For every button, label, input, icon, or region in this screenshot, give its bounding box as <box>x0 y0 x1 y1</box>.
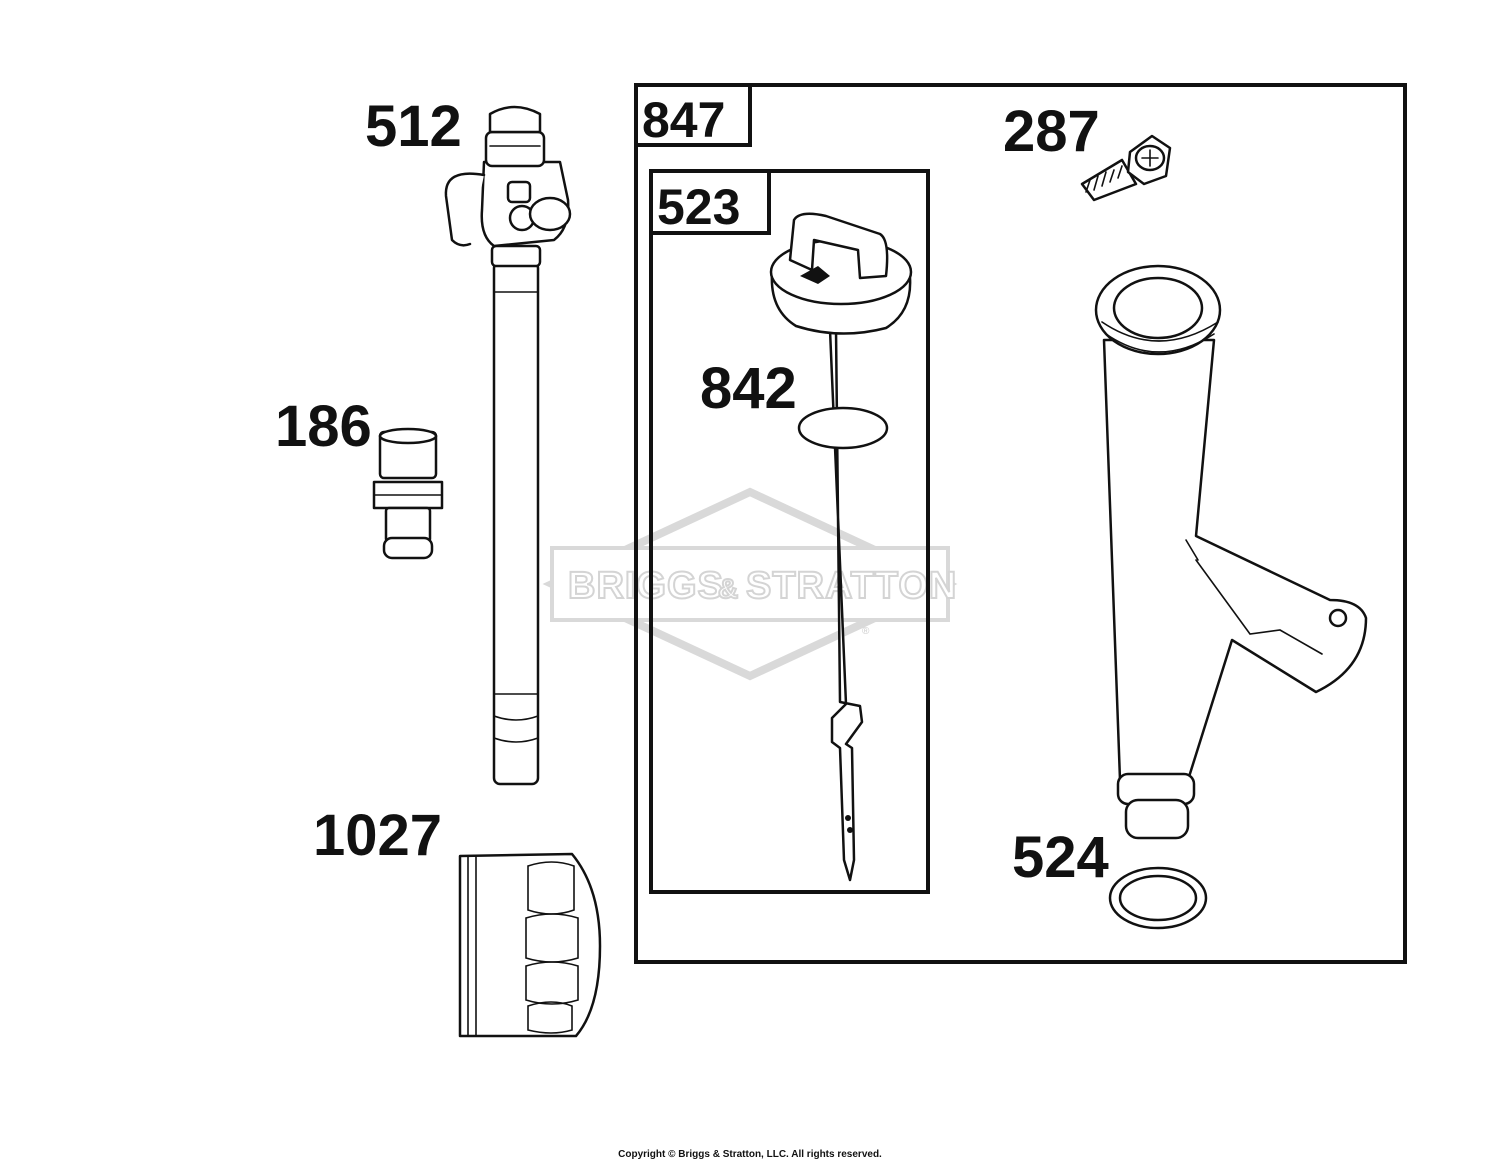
watermark-amp: & <box>718 573 739 604</box>
brand-watermark: BRIGGS & STRATTON ® <box>542 487 958 681</box>
part-287-screw <box>1080 134 1172 202</box>
callout-523: 523 <box>657 179 740 235</box>
watermark-reg: ® <box>862 626 870 637</box>
part-512-drain-tube <box>444 105 572 786</box>
callout-512: 512 <box>365 94 462 159</box>
callout-287: 287 <box>1003 99 1100 164</box>
kit-847-label-box <box>634 83 752 147</box>
kit-523-label-box <box>649 169 771 235</box>
watermark-stratton: STRATTON <box>746 565 957 607</box>
part-842-dipstick <box>769 212 913 882</box>
part-524-fill-tube <box>1094 264 1368 930</box>
copyright-notice: Copyright © Briggs & Stratton, LLC. All … <box>618 1149 882 1160</box>
part-186-fitting <box>372 427 444 560</box>
watermark-briggs: BRIGGS <box>568 565 724 607</box>
callout-1027: 1027 <box>313 803 442 868</box>
kit-847-frame <box>634 83 1407 964</box>
part-1027-oil-filter <box>458 852 602 1038</box>
callout-842: 842 <box>700 356 797 421</box>
kit-523-frame <box>649 169 930 894</box>
callout-186: 186 <box>275 394 372 459</box>
callout-847: 847 <box>642 92 725 148</box>
callout-524: 524 <box>1012 825 1109 890</box>
